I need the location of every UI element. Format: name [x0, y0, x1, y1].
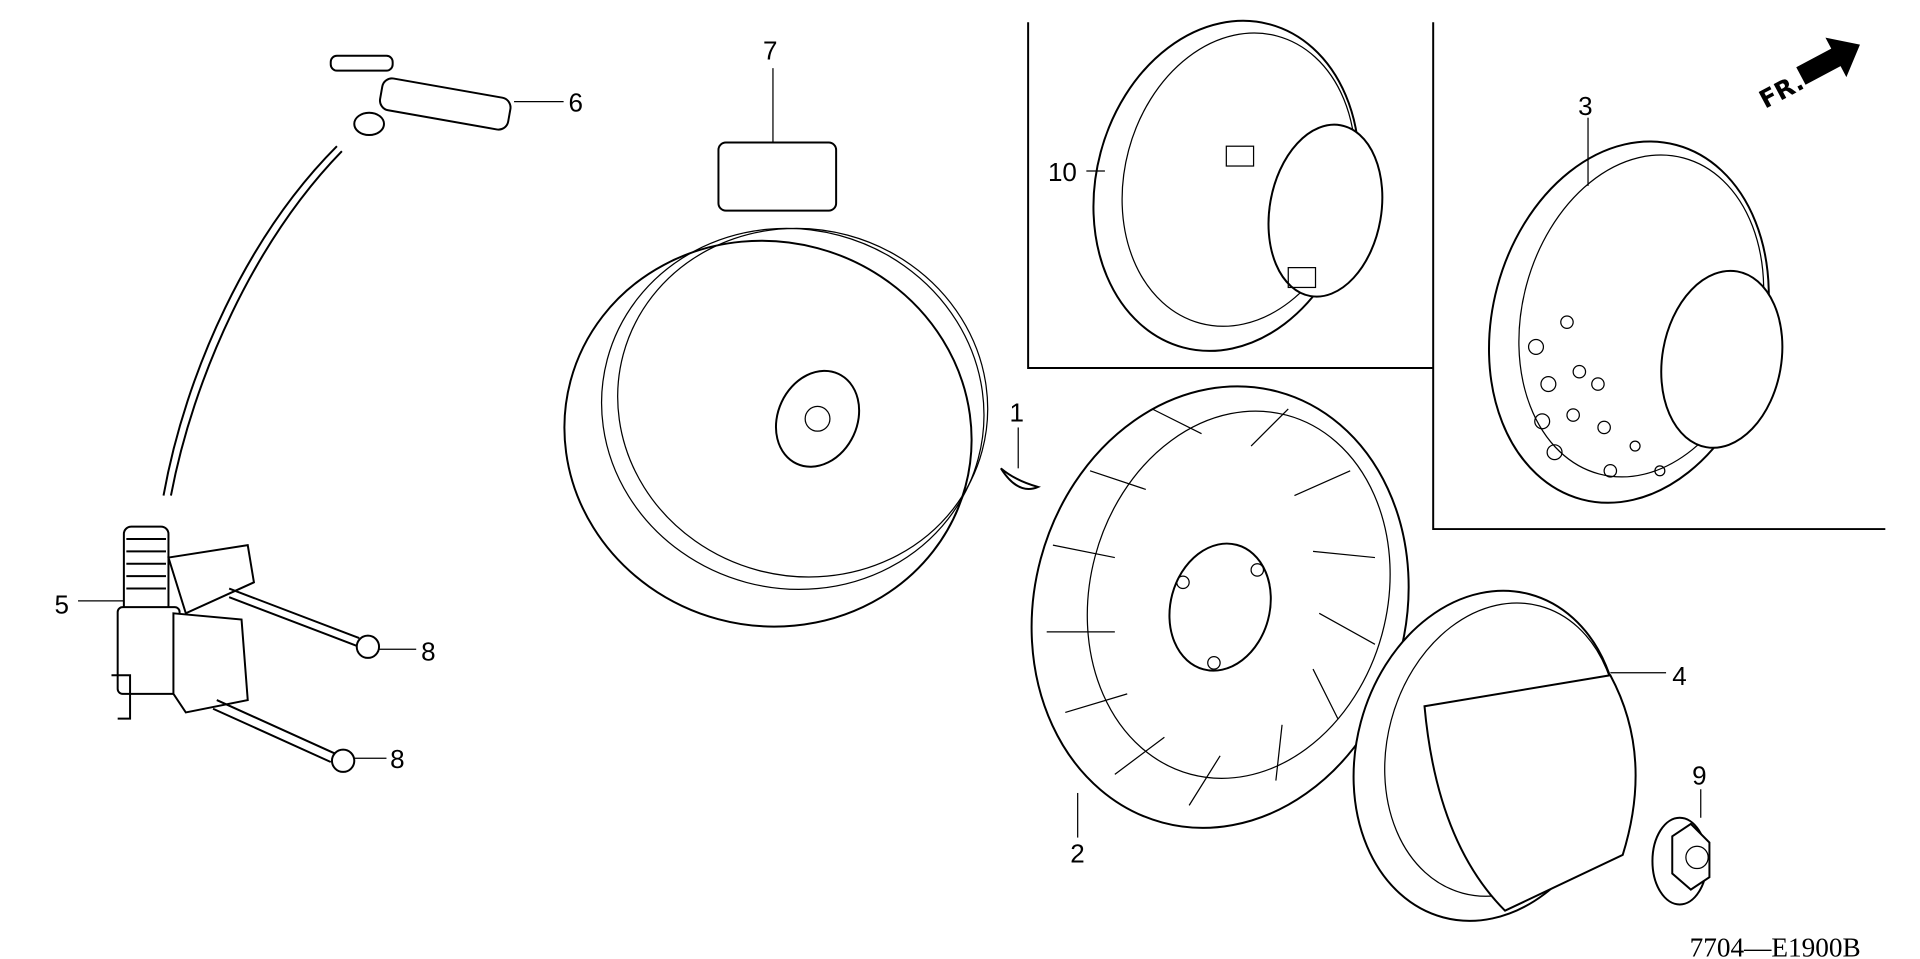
callout-8-upper: 8 [421, 636, 435, 666]
flywheel-cover [563, 141, 989, 628]
spark-plug-cap [162, 54, 512, 496]
leader-lines [78, 68, 1702, 838]
callout-10: 10 [1048, 157, 1077, 187]
front-direction-indicator: FR. [1754, 37, 1860, 114]
ignition-coil [111, 525, 256, 720]
callout-7: 7 [763, 35, 777, 65]
woodruff-key [1000, 467, 1041, 491]
callout-5: 5 [55, 589, 69, 619]
starter-pulley-4 [1352, 589, 1637, 922]
callout-4: 4 [1672, 661, 1686, 691]
starter-pulley-10 [1092, 19, 1384, 352]
callout-8-lower: 8 [390, 744, 404, 774]
callout-2: 2 [1070, 838, 1084, 868]
callout-6: 6 [569, 88, 583, 118]
flange-bolt-lower [212, 699, 356, 773]
flange-nut [1651, 816, 1711, 906]
cooling-fan [1030, 385, 1410, 829]
section-box-lines [1027, 22, 1886, 531]
flange-bolt-upper [228, 587, 381, 659]
starter-pulley-3 [1488, 140, 1784, 504]
diagram-code: 7704—E1900B [1690, 933, 1861, 959]
callout-3: 3 [1578, 91, 1592, 121]
callout-1: 1 [1010, 397, 1024, 427]
arrow-icon [1796, 37, 1860, 85]
callout-9: 9 [1692, 760, 1706, 790]
